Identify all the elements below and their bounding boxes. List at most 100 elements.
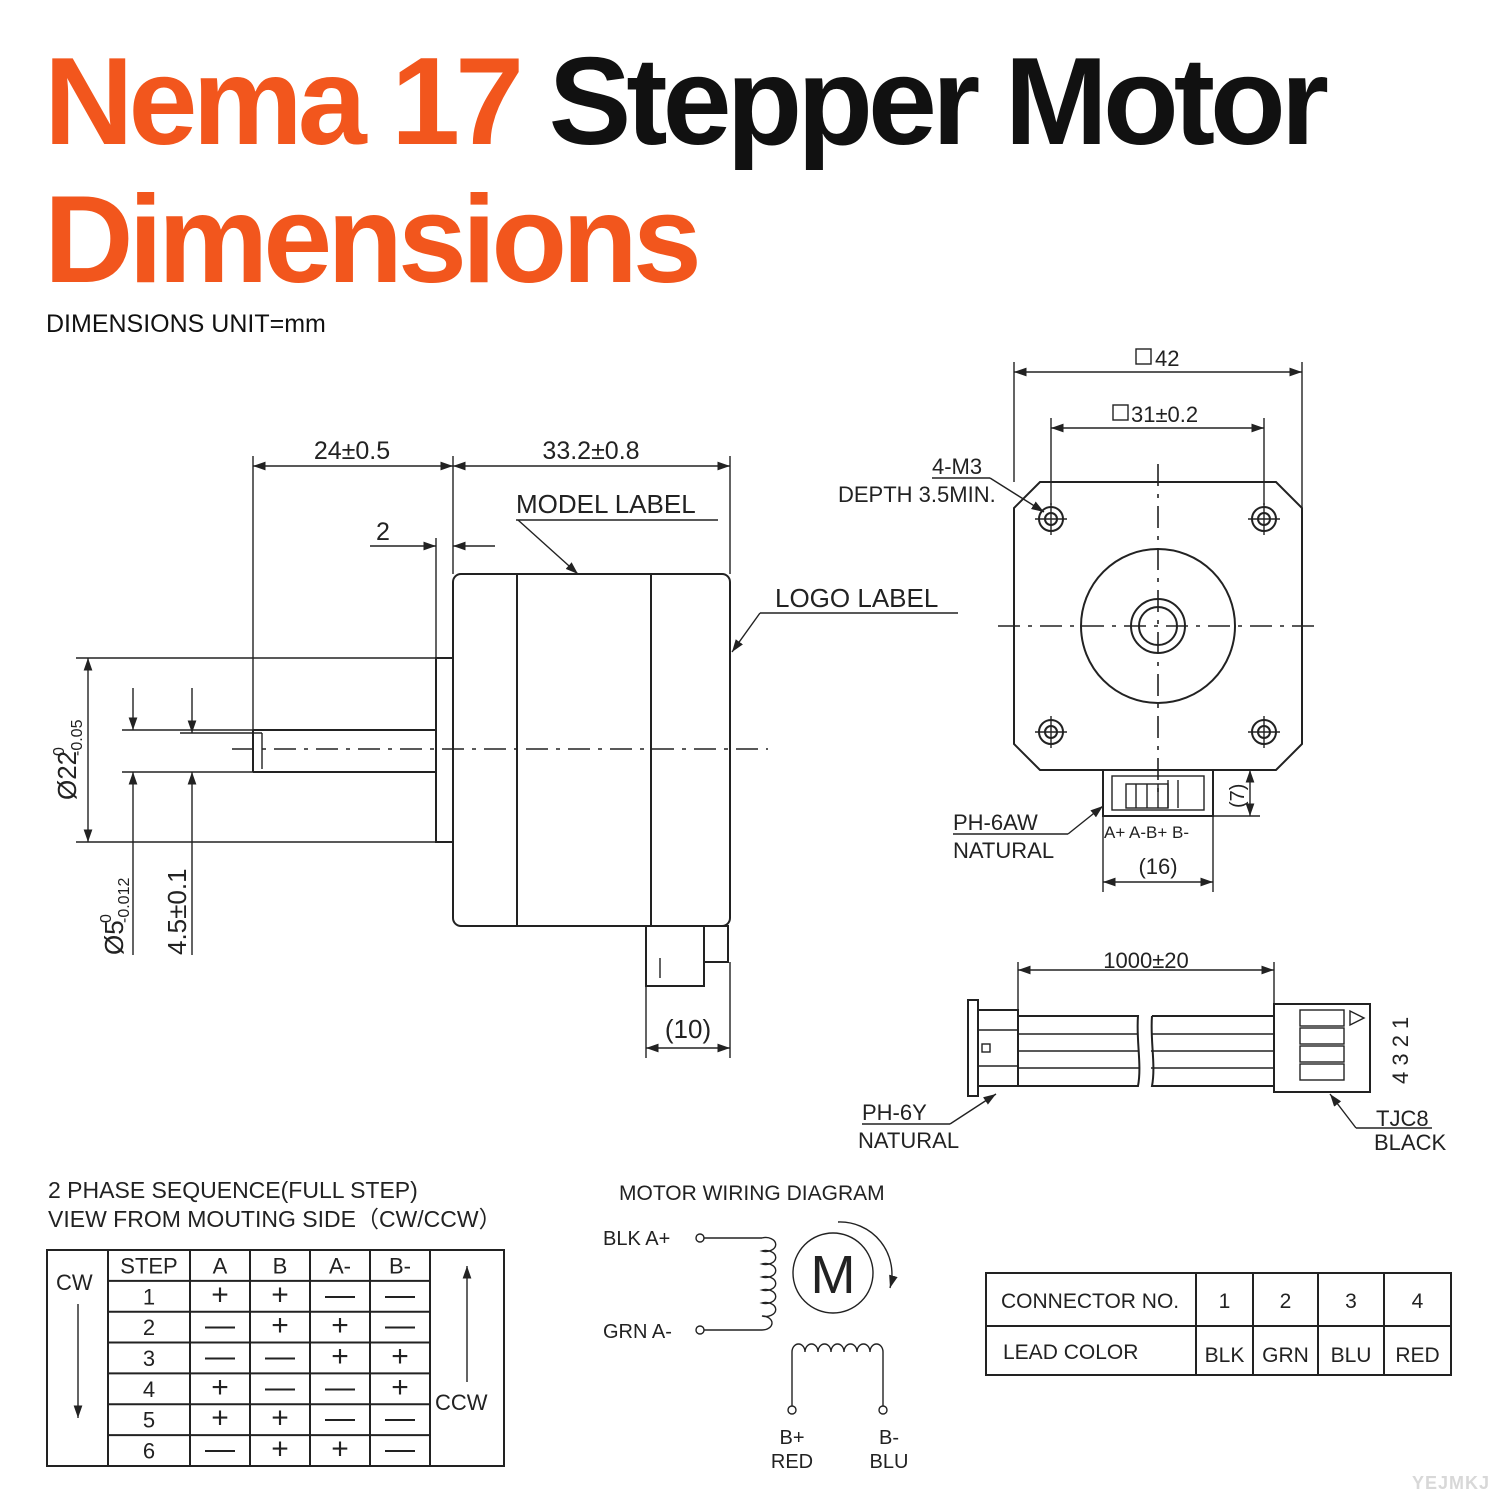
dim-flat-height-label: 4.5±0.1 <box>162 868 192 955</box>
sequence-title-line-2: VIEW FROM MOUTING SIDE（CW/CCW） <box>48 1206 502 1232</box>
mounting-boss <box>435 657 454 843</box>
coil-b <box>791 1343 884 1353</box>
sequence-cell: — <box>325 1371 355 1404</box>
sequence-cell: + <box>391 1340 409 1373</box>
wiring-label-b-minus: B- <box>879 1427 899 1449</box>
left-connector-type-label: PH-6Y <box>862 1100 927 1125</box>
front-boss-circle <box>1080 548 1236 704</box>
sequence-title-line-1: 2 PHASE SEQUENCE(FULL STEP) <box>48 1177 418 1203</box>
sequence-cell: + <box>271 1309 289 1342</box>
rear-connector-tab <box>703 925 729 963</box>
sequence-cell: + <box>331 1433 349 1466</box>
square-symbol-frame <box>1135 348 1152 365</box>
sequence-cell: — <box>265 1340 295 1373</box>
front-shaft-outer <box>1130 598 1186 654</box>
page-title-line-2: Dimensions <box>44 171 702 309</box>
sequence-cell: 5 <box>143 1408 155 1433</box>
connector-number-cell: 3 <box>1345 1290 1357 1313</box>
terminal-b-minus <box>878 1405 888 1415</box>
sequence-cell: + <box>391 1371 409 1404</box>
sequence-cell: — <box>205 1433 235 1466</box>
pin-numbers: 4 3 2 1 <box>1388 1017 1413 1084</box>
wiring-label-a-plus: BLK A+ <box>603 1228 670 1250</box>
front-connector-housing <box>1102 769 1214 817</box>
dim-front-connector-width-label: (16) <box>1138 854 1177 879</box>
sequence-cell: + <box>211 1278 229 1311</box>
dim-connector-width-label: (10) <box>665 1014 711 1044</box>
connector-leader <box>1067 805 1104 835</box>
screw-leader <box>989 477 1045 513</box>
right-connector-type-label: TJC8 <box>1376 1106 1429 1131</box>
sequence-header-cell: A- <box>329 1253 351 1278</box>
sequence-cell: + <box>271 1402 289 1435</box>
rotation-arrow <box>837 1221 898 1289</box>
connector-type-label: PH-6AW <box>953 810 1038 835</box>
right-connector-leader <box>1329 1093 1357 1129</box>
sequence-header-cell: B- <box>389 1253 411 1278</box>
front-connector-inner <box>1111 775 1205 811</box>
units-label: DIMENSIONS UNIT=mm <box>46 310 326 338</box>
wiring-title: MOTOR WIRING DIAGRAM <box>619 1182 885 1205</box>
mounting-hole-bottom-right <box>1248 716 1280 748</box>
sequence-cell: 4 <box>143 1377 155 1402</box>
boss-diameter-upper-tol: 0 <box>51 747 68 756</box>
phase-sequence: 2 PHASE SEQUENCE(FULL STEP) VIEW FROM MO… <box>46 1177 505 1467</box>
connector-number-cell: 2 <box>1280 1290 1292 1313</box>
motor-body <box>452 573 731 927</box>
model-label-leader <box>517 519 579 575</box>
sequence-table-frame <box>46 1249 505 1467</box>
front-view: 42 31±0.2 4-M3 DEPTH 3.5MIN. A+ A-B+ B- … <box>838 346 1318 892</box>
shaft-diameter-upper-tol: 0 <box>98 914 115 923</box>
title-part-nema: Nema 17 <box>44 33 524 171</box>
left-connector-leader <box>949 1093 997 1125</box>
sequence-cell: — <box>325 1402 355 1435</box>
mounting-hole-top-left <box>1035 503 1067 535</box>
lead-color-cell: BLU <box>1331 1344 1372 1367</box>
model-label-text: MODEL LABEL <box>516 489 696 519</box>
sequence-cell: — <box>265 1371 295 1404</box>
sequence-cell: 2 <box>143 1315 155 1340</box>
mounting-hole-top-right <box>1248 503 1280 535</box>
lead-color-cell: RED <box>1395 1344 1439 1367</box>
motor-symbol-circle <box>792 1232 874 1314</box>
wiring-label-b-plus-color: RED <box>771 1451 813 1473</box>
cable-left-wires-outline <box>1018 1015 1141 1087</box>
dim-frame-size-label: 42 <box>1155 346 1179 371</box>
screw-spec-label: 4-M3 <box>932 454 982 479</box>
terminal-b-plus <box>787 1405 797 1415</box>
dim-boss-height-label: 2 <box>376 518 390 546</box>
sequence-cell: — <box>325 1278 355 1311</box>
pin-labels: A+ A-B+ B- <box>1104 823 1189 842</box>
cable-right-wires-outline <box>1150 1015 1275 1087</box>
left-connector-finish-label: NATURAL <box>858 1128 959 1153</box>
sequence-cell: 6 <box>143 1439 155 1464</box>
connector-table-frame <box>985 1272 1452 1376</box>
dim-connector-height-label: (7) <box>1227 784 1249 808</box>
connector-no-header: CONNECTOR NO. <box>1001 1290 1179 1313</box>
sequence-cell: + <box>331 1340 349 1373</box>
sequence-cell: + <box>211 1371 229 1404</box>
front-flange <box>1013 481 1303 771</box>
dim-shaft-diameter-label: Ø5 0 -0.012 <box>98 878 133 955</box>
dim-boss-diameter-label: Ø22 0 -0.05 <box>51 719 86 800</box>
logo-label-leader <box>731 612 761 653</box>
terminal-a-minus <box>695 1325 705 1335</box>
sequence-cell: + <box>271 1278 289 1311</box>
shaft-diameter-base: Ø5 <box>99 920 129 955</box>
front-shaft-inner <box>1138 606 1178 646</box>
sequence-cell: — <box>385 1402 415 1435</box>
wiring-label-b-minus-color: BLU <box>870 1451 909 1473</box>
sequence-header-cell: STEP <box>120 1253 177 1278</box>
dim-hole-spacing-label: 31±0.2 <box>1131 402 1198 427</box>
mounting-hole-bottom-left <box>1035 716 1067 748</box>
boss-diameter-lower-tol: -0.05 <box>69 719 86 756</box>
logo-label-text: LOGO LABEL <box>775 583 938 613</box>
connector-finish-label: NATURAL <box>953 838 1054 863</box>
motor-symbol: M <box>811 1245 856 1305</box>
sequence-cell: — <box>385 1309 415 1342</box>
lead-color-header: LEAD COLOR <box>1003 1341 1138 1364</box>
sequence-cell: + <box>211 1402 229 1435</box>
lead-color-cell: GRN <box>1262 1344 1309 1367</box>
